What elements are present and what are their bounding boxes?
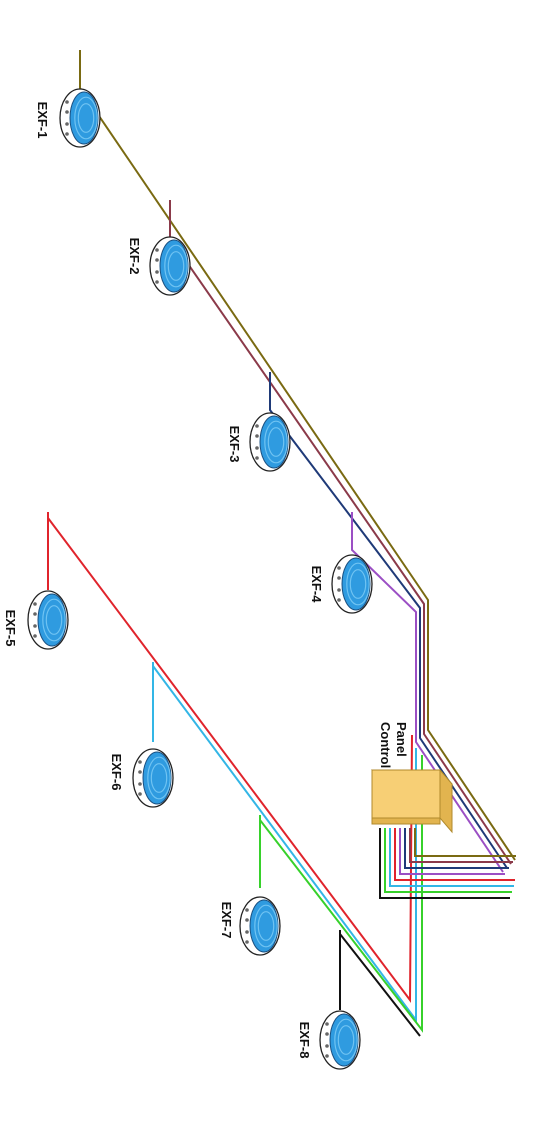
- fan-ring-icon: [267, 427, 285, 457]
- fan-exf-5: EXF-5: [3, 590, 69, 650]
- fan-screw-icon: [337, 588, 341, 592]
- fan-screw-icon: [155, 248, 159, 252]
- fan-screw-icon: [325, 1054, 329, 1058]
- wire-exf-6: [152, 662, 417, 1024]
- fan-screw-icon: [337, 598, 341, 602]
- fan-screw-icon: [325, 1022, 329, 1026]
- wires-upper-group: [79, 50, 516, 873]
- wire-exf-8: [339, 930, 421, 1037]
- fan-label: EXF-5: [3, 610, 18, 647]
- fan-exf-4: EXF-4: [309, 554, 373, 614]
- fan-screw-icon: [33, 612, 37, 616]
- fan-exf-6: EXF-6: [109, 748, 174, 808]
- fan-screw-icon: [245, 930, 249, 934]
- fan-screw-icon: [65, 100, 69, 104]
- fan-ring-icon: [264, 420, 288, 464]
- wire-exf-2: [169, 200, 512, 865]
- panel-label-line2: Control: [378, 722, 393, 768]
- fan-label: EXF-4: [309, 566, 324, 604]
- wire-exf-7: [259, 755, 423, 1033]
- fan-screw-icon: [138, 760, 142, 764]
- fan-label: EXF-7: [219, 902, 234, 939]
- fan-exf-1: EXF-1: [35, 88, 101, 148]
- fan-screw-icon: [33, 602, 37, 606]
- fan-exf-2: EXF-2: [127, 236, 191, 296]
- fan-ring-icon: [164, 244, 188, 288]
- wire-exf-5: [47, 512, 413, 1003]
- wires-lower-group: [47, 512, 423, 1037]
- fan-exf-3: EXF-3: [227, 412, 291, 472]
- panel-return-wires: [379, 828, 516, 899]
- fan-screw-icon: [65, 110, 69, 114]
- fan-ring-icon: [167, 251, 185, 281]
- fan-screw-icon: [33, 634, 37, 638]
- fan-screw-icon: [325, 1044, 329, 1048]
- fan-screw-icon: [33, 624, 37, 628]
- fan-screw-icon: [325, 1032, 329, 1036]
- fan-exf-7: EXF-7: [219, 896, 281, 956]
- fan-screw-icon: [65, 132, 69, 136]
- fan-ring-icon: [334, 1018, 358, 1062]
- fan-screw-icon: [255, 434, 259, 438]
- fan-label: EXF-1: [35, 102, 50, 139]
- control-panel-box: [370, 768, 454, 834]
- fan-screw-icon: [65, 122, 69, 126]
- fan-ring-icon: [349, 569, 367, 599]
- fan-ring-icon: [77, 103, 95, 133]
- fan-screw-icon: [255, 456, 259, 460]
- fan-ring-icon: [337, 1025, 355, 1055]
- panel-label: Panel Control: [378, 722, 409, 768]
- fan-ring-icon: [346, 562, 370, 606]
- fan-ring-icon: [42, 598, 66, 642]
- fan-exf-8: EXF-8: [297, 1010, 361, 1070]
- fan-screw-icon: [255, 446, 259, 450]
- fan-screw-icon: [155, 270, 159, 274]
- fan-label: EXF-8: [297, 1022, 312, 1059]
- wire-exf-1: [79, 50, 516, 861]
- fan-screw-icon: [255, 424, 259, 428]
- fan-screw-icon: [337, 566, 341, 570]
- fan-ring-icon: [74, 96, 98, 140]
- fan-ring-icon: [257, 911, 275, 941]
- fan-screw-icon: [138, 770, 142, 774]
- fan-screw-icon: [155, 258, 159, 262]
- fan-label: EXF-6: [109, 754, 124, 791]
- fan-screw-icon: [245, 908, 249, 912]
- fan-ring-icon: [147, 756, 171, 800]
- fan-screw-icon: [155, 280, 159, 284]
- fan-screw-icon: [245, 940, 249, 944]
- fan-label: EXF-2: [127, 238, 142, 275]
- fan-screw-icon: [138, 782, 142, 786]
- fan-ring-icon: [150, 763, 168, 793]
- fan-screw-icon: [138, 792, 142, 796]
- fan-label: EXF-3: [227, 426, 242, 463]
- fan-screw-icon: [337, 576, 341, 580]
- fan-ring-icon: [45, 605, 63, 635]
- panel-label-line1: Panel: [394, 722, 409, 757]
- fan-screw-icon: [245, 918, 249, 922]
- fan-ring-icon: [254, 904, 278, 948]
